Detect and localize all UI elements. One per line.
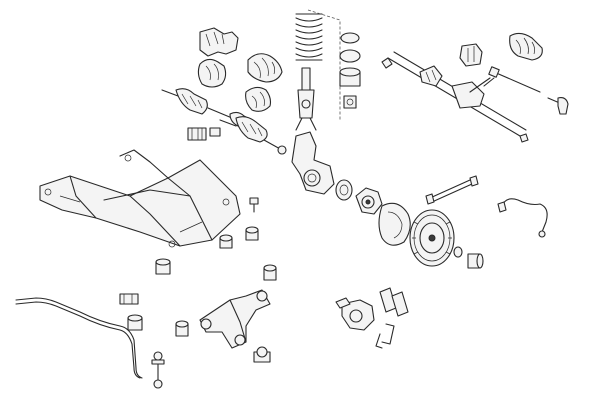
hub-cap[interactable] (467, 253, 484, 269)
stabilizer-bushing-a[interactable] (119, 293, 139, 305)
boot-kit-top[interactable] (247, 53, 283, 83)
control-arm[interactable] (199, 289, 271, 349)
tie-rod[interactable] (488, 66, 541, 93)
ball-joint[interactable] (253, 346, 271, 363)
boot-kit-mid[interactable] (197, 58, 227, 88)
stabilizer-bushing-b[interactable] (127, 314, 143, 331)
subframe-bushing-c[interactable] (155, 258, 171, 275)
strut-mount[interactable] (339, 32, 361, 109)
brake-hose[interactable] (425, 175, 479, 205)
hub-nut[interactable] (453, 246, 463, 258)
brake-pads[interactable] (379, 287, 409, 317)
steering-knuckle[interactable] (291, 131, 335, 195)
stabilizer-bar[interactable] (15, 297, 143, 379)
coil-spring[interactable] (295, 13, 323, 61)
brake-caliper[interactable] (335, 297, 375, 331)
boot-kit-low[interactable] (245, 86, 272, 112)
clip-spring[interactable] (375, 323, 395, 349)
control-arm-bushing-a[interactable] (175, 320, 189, 337)
drive-shaft-right[interactable] (219, 116, 287, 155)
wheel-hub[interactable] (355, 187, 383, 215)
steering-rack[interactable] (381, 51, 529, 143)
wheel-bearing[interactable] (335, 179, 353, 201)
boot-small[interactable] (187, 127, 221, 141)
control-arm-bushing-b[interactable] (263, 264, 277, 281)
stabilizer-link[interactable] (151, 351, 165, 389)
shock-absorber[interactable] (295, 67, 317, 131)
subframe-bushing-a[interactable] (219, 234, 233, 249)
subframe-bushing-b[interactable] (245, 226, 259, 241)
brake-disc[interactable] (409, 209, 455, 267)
steering-boot-a[interactable] (459, 43, 483, 67)
subframe[interactable] (39, 149, 241, 248)
brake-shield[interactable] (378, 202, 411, 246)
subframe-bolt[interactable] (249, 197, 259, 213)
tie-rod-end[interactable] (547, 97, 569, 115)
abs-sensor-cable[interactable] (497, 198, 548, 238)
cv-joint-top[interactable] (199, 27, 239, 57)
steering-boot-b[interactable] (509, 32, 543, 61)
